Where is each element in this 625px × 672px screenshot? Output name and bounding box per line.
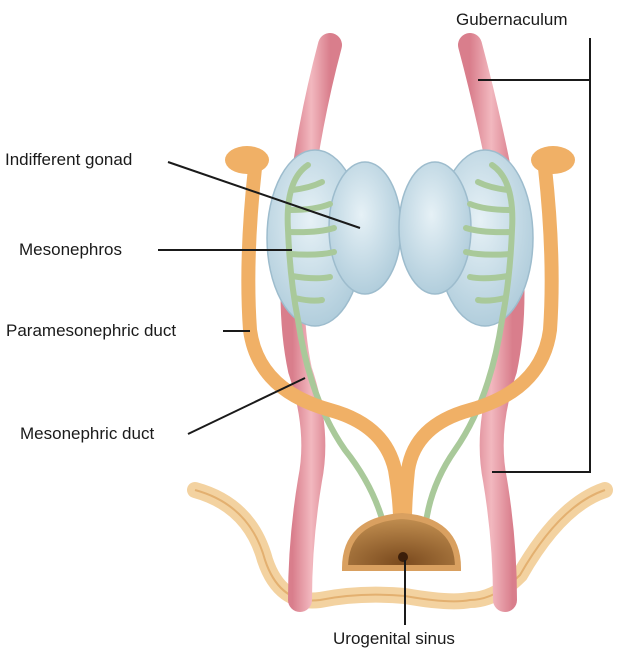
- leader-lines: [158, 38, 591, 625]
- mesonephros-left: [284, 162, 393, 563]
- paramesonephric-duct-left: [225, 146, 407, 527]
- label-mesonephros: Mesonephros: [19, 240, 123, 259]
- urogenital-sinus: [341, 512, 462, 571]
- label-gubernaculum: Gubernaculum: [456, 10, 568, 29]
- leader-indifferent-gonad: [167, 161, 361, 229]
- paramesonephric-duct-right: [398, 146, 575, 527]
- label-mesonephric-duct: Mesonephric duct: [20, 424, 155, 443]
- label-indifferent-gonad: Indifferent gonad: [5, 150, 133, 169]
- gubernaculum-right: [458, 33, 525, 612]
- gubernaculum-left: [280, 33, 342, 612]
- mesonephros-right: [421, 162, 516, 563]
- label-paramesonephric-duct: Paramesonephric duct: [6, 321, 177, 340]
- label-urogenital-sinus: Urogenital sinus: [333, 629, 455, 648]
- leader-mesonephric-duct: [187, 377, 306, 435]
- leader-gubernaculum: [492, 38, 591, 473]
